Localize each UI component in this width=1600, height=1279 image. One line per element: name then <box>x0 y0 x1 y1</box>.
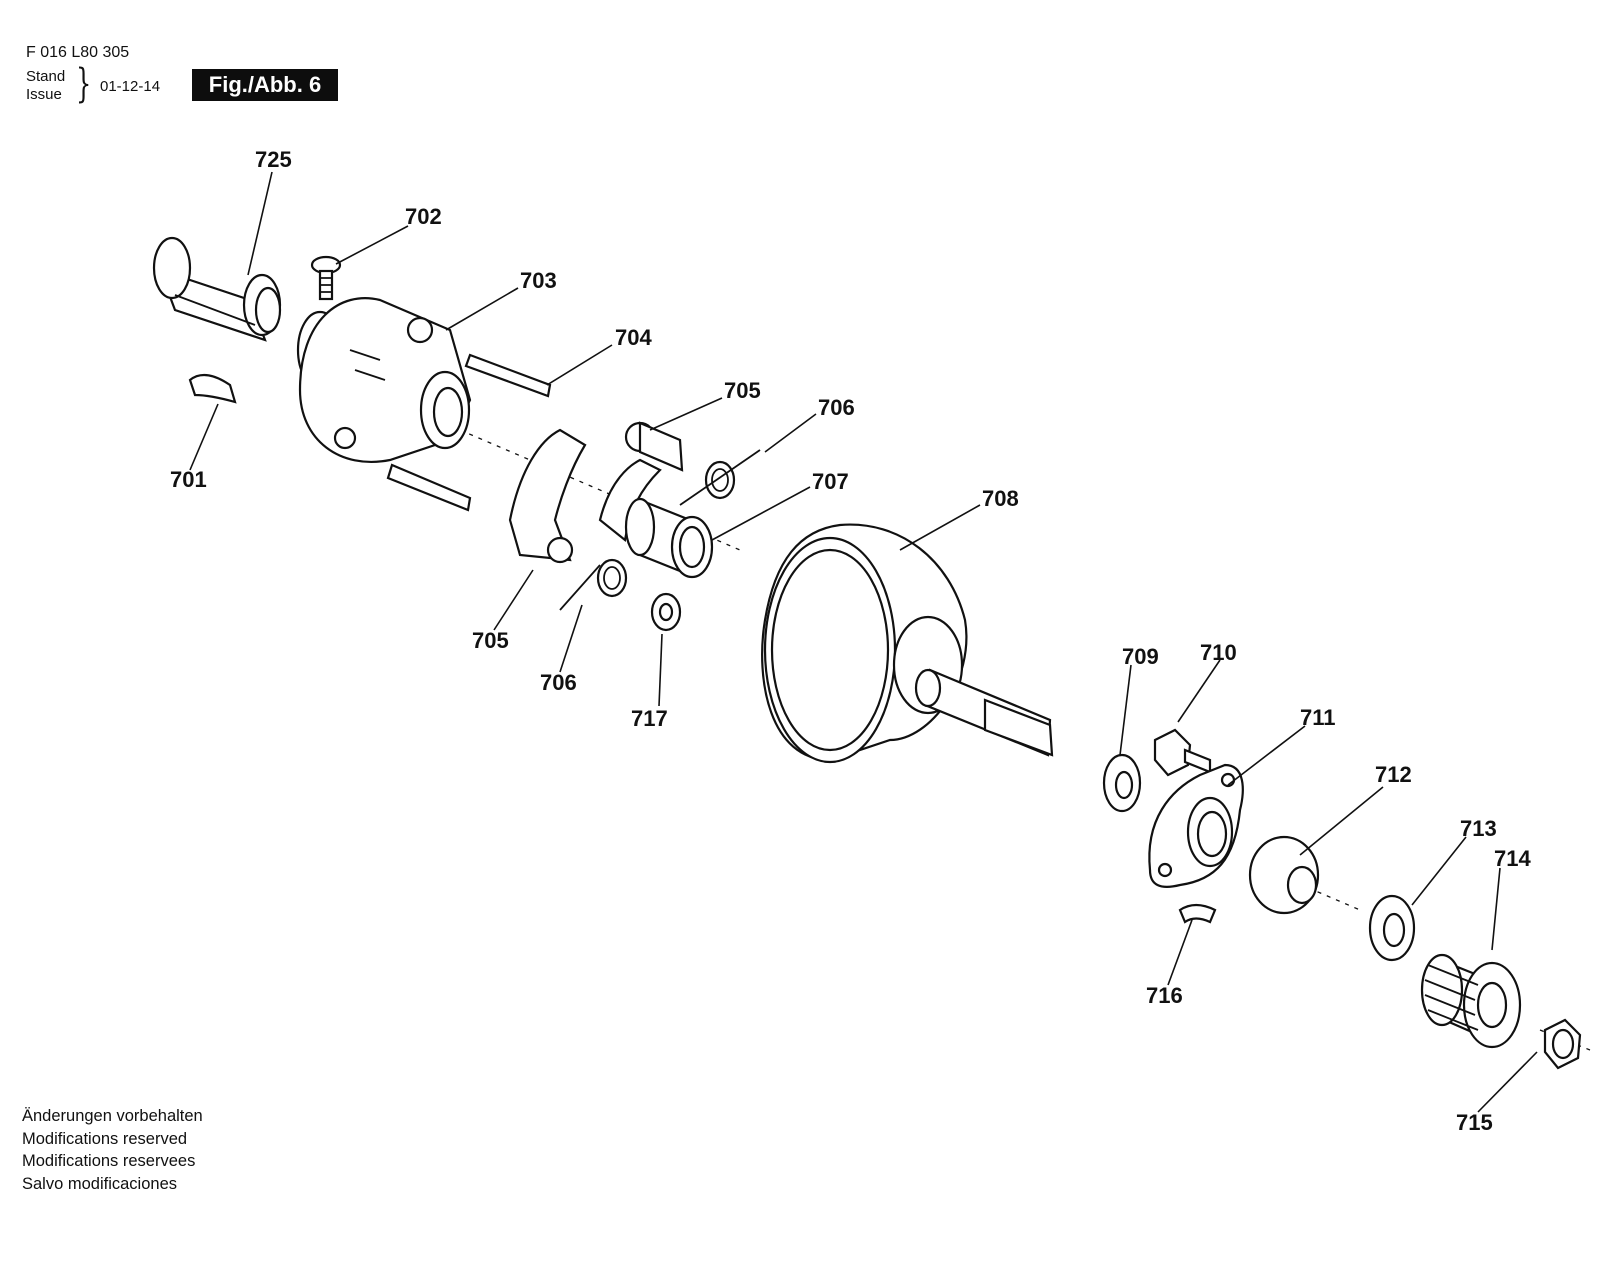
part-706-spring-upper <box>679 449 761 506</box>
drawing-number: F 016 L80 305 <box>26 44 130 61</box>
figure-label: Fig./Abb. 6 <box>192 69 338 101</box>
part-716-key <box>1178 903 1217 924</box>
part-715-nut <box>1543 1018 1582 1070</box>
brace-glyph: } <box>76 61 92 107</box>
part-714-sprocket <box>1420 953 1522 1049</box>
callout-labels: 725 702 703 704 701 705 706 707 708 705 … <box>170 147 1531 1135</box>
callout-710: 710 <box>1200 640 1237 665</box>
leader-lines <box>189 171 1538 1113</box>
callout-725: 725 <box>255 147 292 172</box>
notice-line-es: Salvo modificaciones <box>22 1174 177 1193</box>
part-725-sleeve <box>152 236 282 342</box>
part-708-clutch-drum <box>761 523 1054 764</box>
part-701-key <box>188 373 237 404</box>
notice-line-de: Änderungen vorbehalten <box>22 1107 203 1125</box>
callout-708: 708 <box>982 486 1019 511</box>
part-710-bolt <box>1153 728 1212 777</box>
part-703-housing <box>296 297 472 463</box>
part-711-flange <box>1148 763 1244 888</box>
part-712-sphere <box>1248 835 1320 915</box>
stand-label: Stand <box>26 68 66 85</box>
notice-line-en: Modifications reserved <box>22 1129 188 1148</box>
part-713-washer <box>1368 894 1416 962</box>
callout-705-upper: 705 <box>724 378 761 403</box>
part-702-screw <box>310 255 342 301</box>
modifications-notice: Änderungen vorbehalten Modifications res… <box>22 1105 203 1195</box>
callout-717: 717 <box>631 706 668 731</box>
part-707-bushing <box>624 497 714 579</box>
callout-713: 713 <box>1460 816 1497 841</box>
callout-701: 701 <box>170 467 207 492</box>
callout-705-lower: 705 <box>472 628 509 653</box>
issue-date: 01-12-14 <box>100 78 161 95</box>
callout-703: 703 <box>520 268 557 293</box>
part-717-washer <box>650 592 682 632</box>
callout-711: 711 <box>1300 705 1336 730</box>
part-704-pins <box>386 353 552 512</box>
callout-702: 702 <box>405 204 442 229</box>
callout-706-upper: 706 <box>818 395 855 420</box>
part-706-spring-lower <box>559 558 628 611</box>
callout-712: 712 <box>1375 762 1412 787</box>
callout-709: 709 <box>1122 644 1159 669</box>
callout-707: 707 <box>812 469 849 494</box>
callout-715: 715 <box>1456 1110 1493 1135</box>
callout-716: 716 <box>1146 983 1183 1008</box>
issue-label: Issue <box>26 86 62 103</box>
stand-issue-labels: Stand Issue <box>26 68 65 104</box>
callout-704: 704 <box>615 325 652 350</box>
notice-line-fr: Modifications reservees <box>22 1152 196 1170</box>
callout-714: 714 <box>1494 846 1531 871</box>
part-709-lock-washer <box>1102 753 1142 813</box>
part-705-flyweight-lower <box>508 428 587 564</box>
callout-706-lower: 706 <box>540 670 577 695</box>
